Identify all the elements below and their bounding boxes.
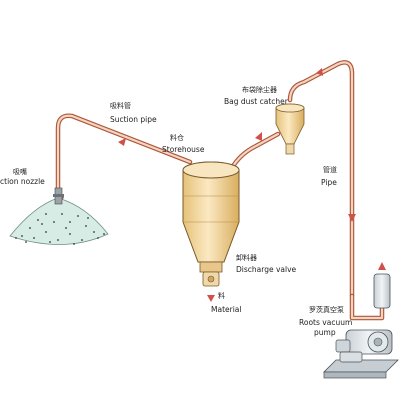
storehouse-label: Storehouse: [162, 145, 205, 154]
material-pile: [9, 197, 109, 245]
material-label: Material: [211, 305, 241, 314]
material-arrow-icon: [207, 295, 215, 302]
pipe-label: Pipe: [321, 178, 337, 187]
roots-pump-label: Roots vacuum: [299, 318, 352, 327]
flow-arrow-icon: [378, 262, 386, 270]
suction-pipe-label: Suction pipe: [110, 115, 157, 124]
suction-nozzle: [53, 187, 64, 205]
bag-dust-catcher-label: Bag dust catcher: [224, 97, 289, 106]
pipe-label-cn: 管道: [323, 165, 337, 174]
suction-nozzle-label: ction nozzle: [0, 177, 45, 186]
top-pipe: [287, 60, 355, 299]
flow-arrow-icon: [255, 132, 262, 141]
discharge-valve: [202, 271, 220, 287]
roots-pump-label-cn: 罗茨真空泵: [309, 305, 344, 314]
roots-vacuum-pump: [323, 273, 399, 379]
discharge-valve-label-cn: 卸料器: [236, 253, 257, 262]
suction-pipe: [55, 113, 193, 191]
storehouse-to-dust-catcher-pipe: [229, 131, 281, 171]
discharge-valve-label: Discharge valve: [236, 265, 297, 274]
storehouse-silo: [182, 161, 240, 273]
roots-pump-label-2: pump: [314, 328, 336, 337]
bag-dust-catcher: [275, 103, 305, 155]
flow-arrow-icon: [118, 138, 126, 146]
material-label-cn: 料: [218, 291, 225, 300]
flow-arrow-icon: [316, 68, 323, 76]
bag-dust-catcher-label-cn: 布袋除尘器: [242, 85, 277, 94]
suction-nozzle-label-cn: 吸嘴: [13, 167, 27, 176]
flow-arrow-icon: [348, 214, 356, 222]
suction-pipe-label-cn: 吸料管: [110, 101, 131, 110]
storehouse-label-cn: 料仓: [170, 133, 184, 142]
